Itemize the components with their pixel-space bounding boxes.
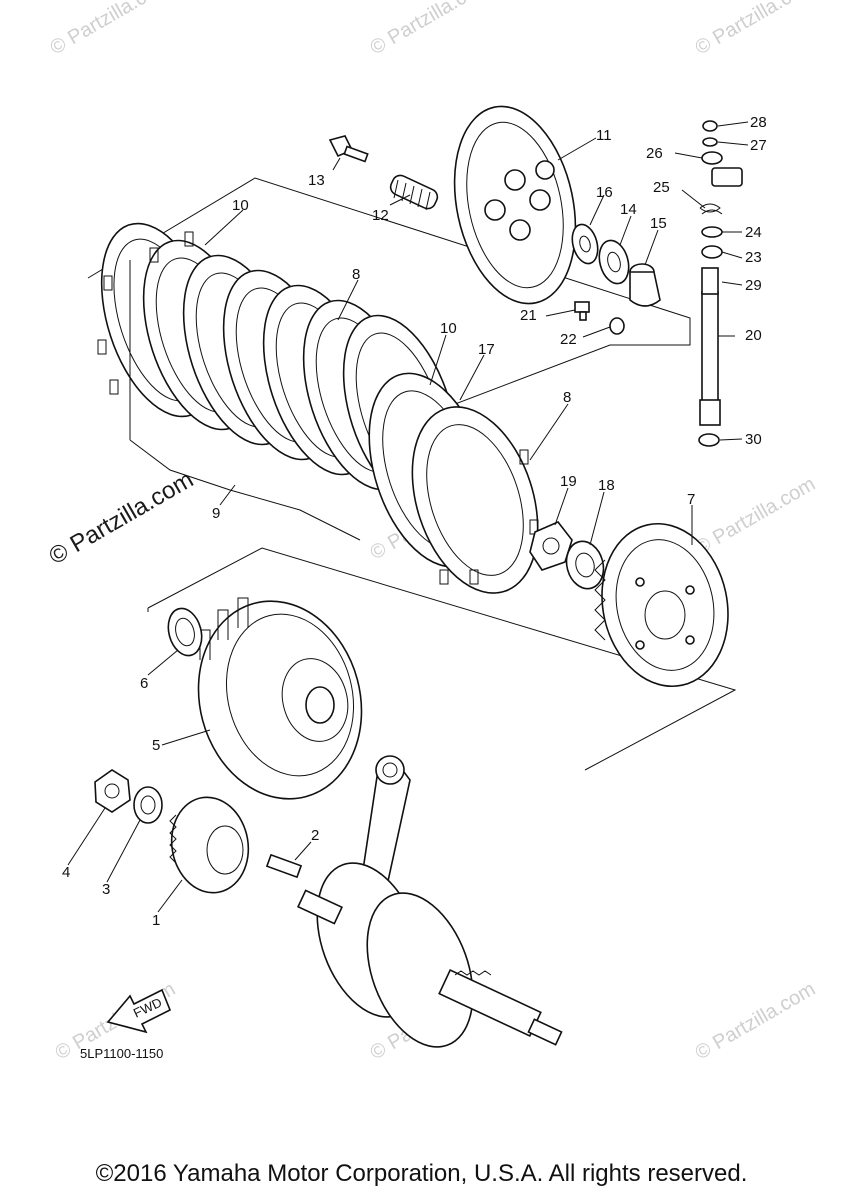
callout-2: 2 (311, 827, 319, 844)
thrust-washer-6 (167, 607, 203, 657)
bolt-21 (574, 301, 590, 321)
callout-10: 10 (440, 320, 457, 337)
clutch-boss-5 (197, 597, 363, 800)
callout-27: 27 (750, 137, 767, 154)
callout-5: 5 (152, 737, 160, 754)
callout-26: 26 (646, 145, 663, 162)
circlip-28 (702, 120, 718, 132)
fwd-arrow-icon: FWD (106, 988, 172, 1034)
callout-23: 23 (745, 249, 762, 266)
callout-21: 21 (520, 307, 537, 324)
pressure-plate-11 (453, 105, 577, 305)
callouts: 1 2 3 4 5 6 7 8 8 9 10 10 11 12 13 14 15… (62, 114, 767, 929)
clutch-spring-12 (389, 174, 439, 211)
callout-12: 12 (372, 207, 389, 224)
watermark: © Partzilla.com (692, 978, 820, 1064)
washer-16 (571, 223, 599, 265)
clutch-plate-stack (97, 222, 539, 594)
nut-4 (94, 769, 131, 813)
callout-20: 20 (745, 327, 762, 344)
callout-25: 25 (653, 179, 670, 196)
diagram-reference-code: 5LP1100-1150 (80, 1046, 163, 1061)
callout-17: 17 (478, 341, 495, 358)
watermark: © Partzilla.com (692, 473, 820, 559)
lock-washer-3 (133, 786, 163, 824)
callout-22: 22 (560, 331, 577, 348)
washer-22 (609, 317, 625, 335)
callout-9: 9 (212, 505, 220, 522)
callout-1: 1 (152, 912, 160, 929)
callout-14: 14 (620, 201, 637, 218)
callout-19: 19 (560, 473, 577, 490)
callout-30: 30 (745, 431, 762, 448)
watermark-main: © Partzilla.com (45, 466, 199, 570)
push-lever-26 (701, 151, 743, 187)
washer-24 (701, 226, 723, 238)
friction-plate-8 (411, 406, 539, 594)
callout-24: 24 (745, 224, 762, 241)
callout-3: 3 (102, 881, 110, 898)
callout-13: 13 (308, 172, 325, 189)
assembly-outlines (87, 177, 737, 771)
bolt-13 (328, 135, 369, 163)
callout-11: 11 (596, 127, 612, 144)
push-piece-15 (629, 263, 661, 307)
seal-23 (701, 245, 723, 259)
watermark: © Partzilla.com (367, 0, 495, 59)
callout-16: 16 (596, 184, 613, 201)
nut-19 (529, 521, 573, 571)
callout-8: 8 (563, 389, 571, 406)
crankshaft (297, 755, 563, 1048)
watermark: © Partzilla.com (47, 0, 175, 59)
callout-7: 7 (687, 491, 695, 508)
bearing-30 (698, 433, 720, 447)
primary-driven-gear-7 (594, 522, 729, 688)
bearing-14 (598, 239, 630, 285)
lock-washer-18 (565, 540, 605, 590)
callout-6: 6 (140, 675, 148, 692)
washer-27 (702, 137, 718, 147)
primary-drive-gear-1 (169, 796, 250, 894)
callout-15: 15 (650, 215, 667, 232)
push-lever-shaft-20 (699, 267, 721, 426)
key-2 (265, 853, 303, 879)
spring-25 (699, 203, 723, 215)
callout-8: 8 (352, 266, 360, 283)
watermark: © Partzilla.com (692, 0, 820, 59)
callout-28: 28 (750, 114, 767, 131)
callout-4: 4 (62, 864, 70, 881)
leader-lines (67, 121, 749, 913)
copyright-notice: ©2016 Yamaha Motor Corporation, U.S.A. A… (95, 1160, 748, 1187)
callout-18: 18 (598, 477, 615, 494)
callout-29: 29 (745, 277, 762, 294)
callout-10: 10 (232, 197, 249, 214)
